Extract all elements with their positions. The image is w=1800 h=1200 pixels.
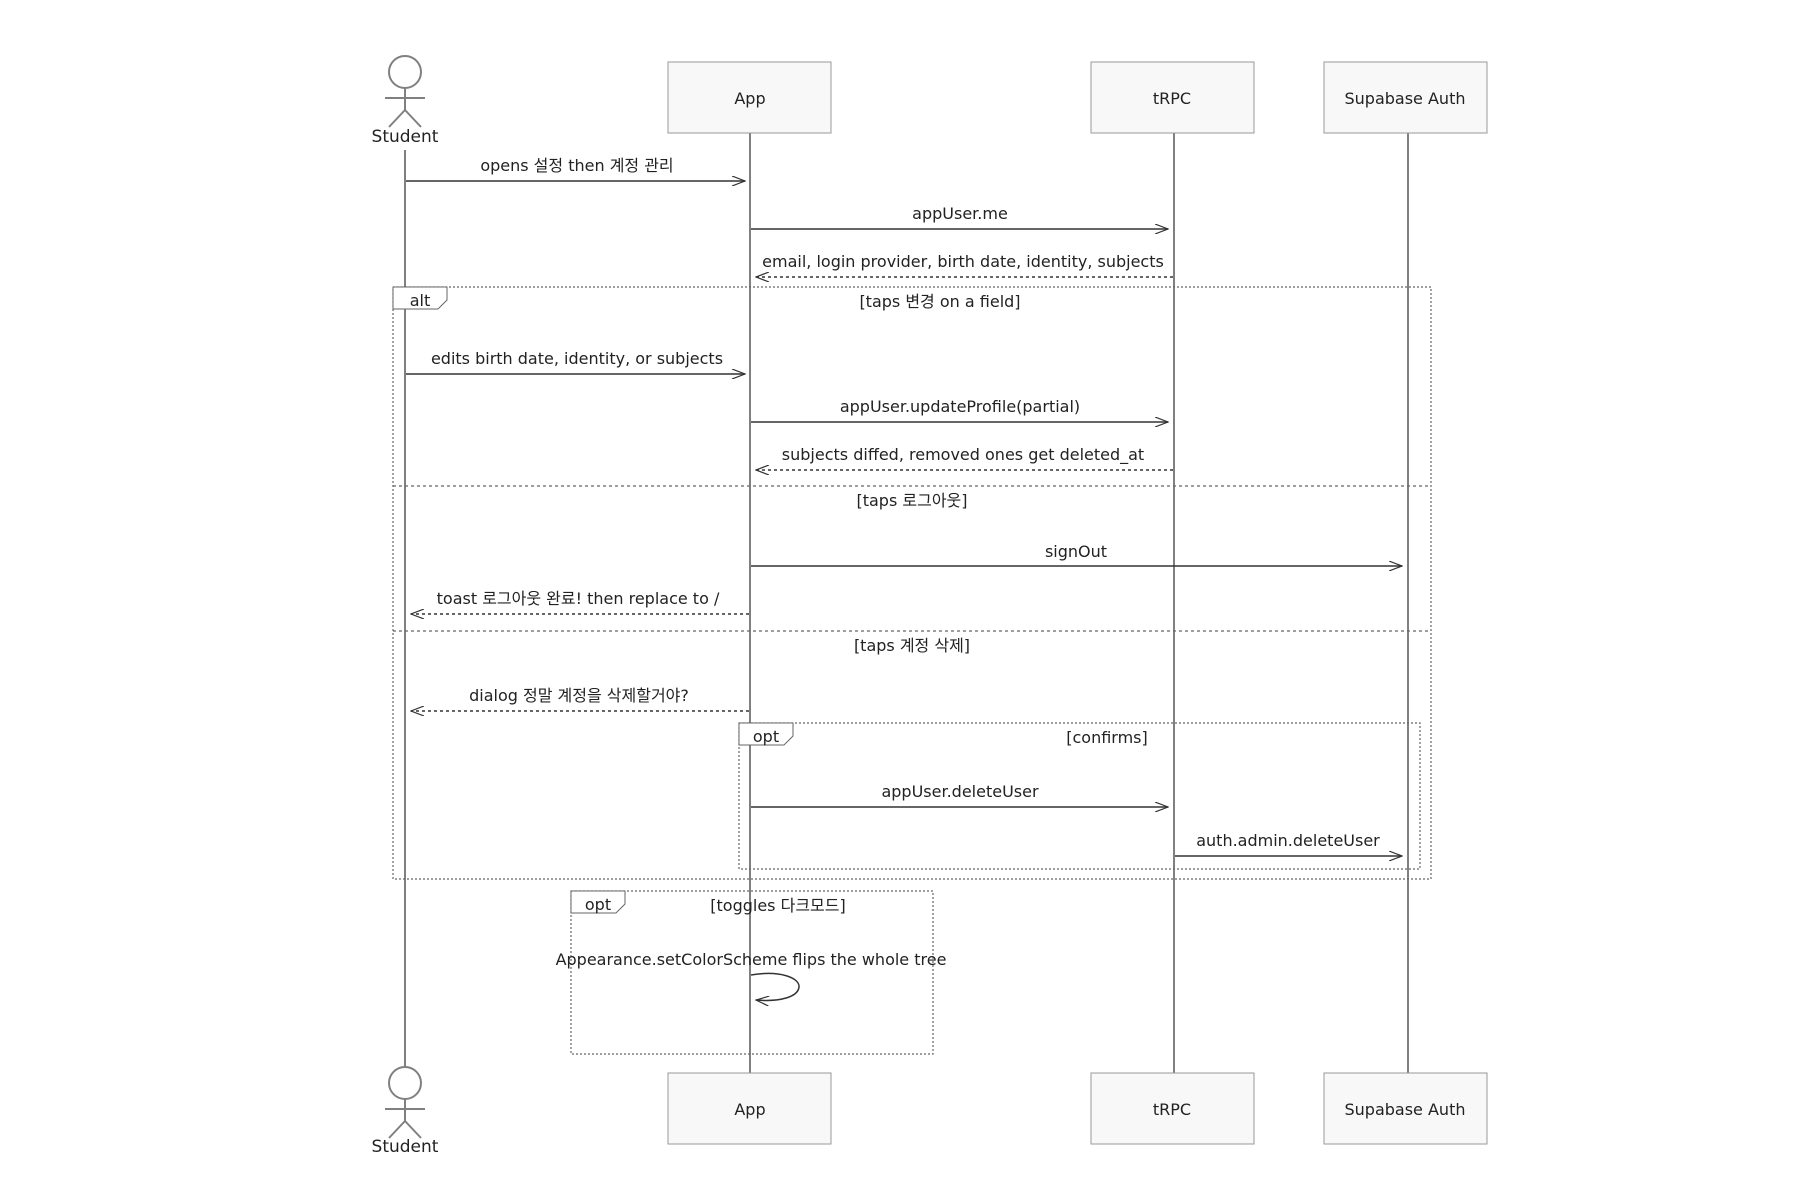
participant-auth-top: Supabase Auth — [1323, 61, 1488, 134]
fragment-condition: [taps 로그아웃] — [856, 491, 967, 510]
fragment-condition: [confirms] — [1066, 728, 1148, 747]
svg-text:signOut: signOut — [1045, 542, 1107, 561]
actor-student-bottom: Student — [372, 1066, 439, 1157]
message: email, login provider, birth date, ident… — [756, 252, 1173, 277]
fragment-keyword: opt — [585, 895, 611, 914]
fragment-condition: [taps 계정 삭제] — [854, 636, 970, 655]
participant-label: Supabase Auth — [1345, 1100, 1466, 1119]
participant-app-bottom: App — [667, 1072, 832, 1145]
participant-label: tRPC — [1153, 1100, 1191, 1119]
svg-text:Appearance.setColorScheme flip: Appearance.setColorScheme flips the whol… — [556, 950, 947, 969]
participant-trpc-top: tRPC — [1090, 61, 1255, 134]
svg-text:appUser.updateProfile(partial): appUser.updateProfile(partial) — [840, 397, 1080, 416]
participant-app-top: App — [667, 61, 832, 134]
participant-label: App — [734, 89, 765, 108]
participant-label: Student — [372, 1137, 439, 1157]
message: dialog 정말 계정을 삭제할거야? — [411, 686, 749, 711]
svg-text:email, login provider, birth d: email, login provider, birth date, ident… — [762, 252, 1164, 271]
participant-trpc-bottom: tRPC — [1090, 1072, 1255, 1145]
message: auth.admin.deleteUser — [1175, 831, 1402, 856]
svg-text:toast 로그아웃 완료! then replace to: toast 로그아웃 완료! then replace to / — [437, 589, 720, 608]
fragment-keyword: opt — [753, 727, 779, 746]
svg-text:subjects diffed, removed ones: subjects diffed, removed ones get delete… — [782, 445, 1144, 465]
actor-student-top: Student — [372, 55, 439, 147]
participant-label: Student — [372, 127, 439, 147]
svg-text:edits birth date, identity, or: edits birth date, identity, or subjects — [431, 349, 723, 368]
message: appUser.deleteUser — [751, 782, 1168, 807]
message: toast 로그아웃 완료! then replace to / — [411, 589, 749, 614]
message: appUser.me — [751, 204, 1168, 229]
fragment-opt-darkmode: opt [toggles 다크모드] — [570, 890, 934, 1055]
message: appUser.updateProfile(partial) — [751, 397, 1168, 422]
participant-label: App — [734, 1100, 765, 1119]
fragment-alt: alt [taps 변경 on a field] [taps 로그아웃] [ta… — [392, 286, 1432, 880]
svg-text:appUser.deleteUser: appUser.deleteUser — [881, 782, 1039, 801]
message: signOut — [751, 542, 1402, 566]
svg-text:auth.admin.deleteUser: auth.admin.deleteUser — [1196, 831, 1380, 850]
fragment-condition: [taps 변경 on a field] — [859, 292, 1020, 311]
fragment-opt-confirms: opt [confirms] — [738, 722, 1421, 870]
svg-text:appUser.me: appUser.me — [912, 204, 1008, 223]
participant-label: Supabase Auth — [1345, 89, 1466, 108]
participant-label: tRPC — [1153, 89, 1191, 108]
message: opens 설정 then 계정 관리 — [406, 156, 745, 181]
fragment-condition: [toggles 다크모드] — [710, 896, 845, 915]
message: subjects diffed, removed ones get delete… — [756, 445, 1173, 470]
svg-text:opens 설정 then 계정 관리: opens 설정 then 계정 관리 — [480, 156, 673, 175]
message-self: Appearance.setColorScheme flips the whol… — [556, 950, 947, 1000]
fragment-keyword: alt — [410, 291, 431, 310]
participant-auth-bottom: Supabase Auth — [1323, 1072, 1488, 1145]
svg-text:dialog 정말 계정을 삭제할거야?: dialog 정말 계정을 삭제할거야? — [469, 686, 689, 705]
message: edits birth date, identity, or subjects — [406, 349, 745, 374]
